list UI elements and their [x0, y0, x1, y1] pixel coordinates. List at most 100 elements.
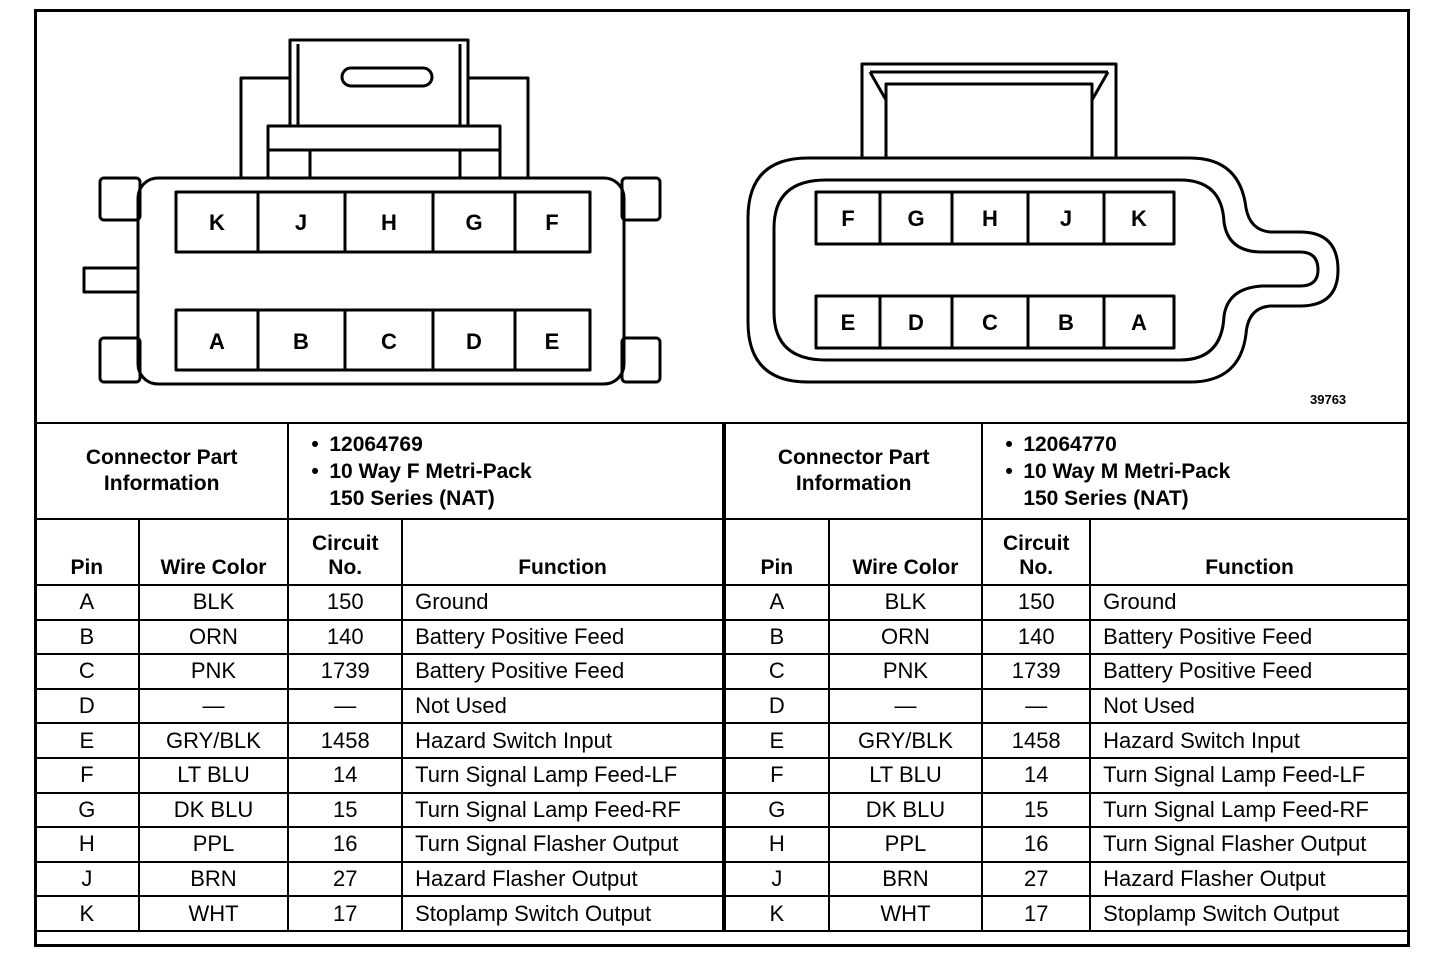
- cell-circuit: 140: [981, 618, 1092, 656]
- cell-wire-color: —: [137, 687, 290, 725]
- part-description: 10 Way M Metri-Pack: [1005, 458, 1408, 485]
- cell-pin: H: [34, 826, 140, 863]
- cell-wire-color: PPL: [137, 826, 290, 863]
- cell-pin: G: [724, 791, 830, 829]
- header-function: Function: [1089, 518, 1410, 586]
- header-wire-color: Wire Color: [137, 518, 290, 586]
- cell-pin: F: [34, 756, 140, 794]
- cell-pin: D: [34, 687, 140, 725]
- cell-function: Turn Signal Lamp Feed-RF: [401, 791, 724, 829]
- cell-function: Battery Positive Feed: [401, 618, 724, 656]
- header-wire-color: Wire Color: [827, 518, 984, 586]
- cell-function: Turn Signal Flasher Output: [401, 826, 724, 863]
- f-pin-label: K: [209, 210, 225, 235]
- cell-pin: J: [34, 860, 140, 898]
- cell-function: Turn Signal Lamp Feed-LF: [401, 756, 724, 794]
- cell-circuit: 1739: [287, 653, 404, 690]
- m-pin-label: F: [841, 206, 854, 231]
- cell-function: Hazard Switch Input: [1089, 722, 1410, 759]
- cell-wire-color: WHT: [827, 895, 984, 932]
- m-pin-label: K: [1131, 206, 1147, 231]
- header-pin: Pin: [34, 518, 140, 586]
- cell-wire-color: BLK: [137, 584, 290, 621]
- cell-circuit: 17: [981, 895, 1092, 932]
- m-pin-label: A: [1131, 310, 1147, 335]
- cell-function: Battery Positive Feed: [401, 653, 724, 690]
- cell-function: Hazard Flasher Output: [1089, 860, 1410, 898]
- connector-part-info: 12064770 10 Way M Metri-Pack 150 Series …: [981, 422, 1410, 520]
- cell-circuit: 17: [287, 895, 404, 932]
- cell-pin: A: [34, 584, 140, 621]
- connector-m-table: Connector Part Information 12064770 10 W…: [723, 422, 1410, 932]
- m-pin-label: H: [982, 206, 998, 231]
- cell-wire-color: LT BLU: [137, 756, 290, 794]
- cell-function: Turn Signal Lamp Feed-RF: [1089, 791, 1410, 829]
- cell-function: Ground: [401, 584, 724, 621]
- connector-f-table: Connector Part Information 12064769 10 W…: [33, 422, 724, 932]
- f-pin-label: J: [295, 210, 307, 235]
- m-pin-label: G: [907, 206, 924, 231]
- cell-pin: C: [724, 653, 830, 690]
- f-pin-label: G: [465, 210, 482, 235]
- cell-circuit: 150: [981, 584, 1092, 621]
- cell-circuit: 1458: [981, 722, 1092, 759]
- cell-circuit: —: [981, 687, 1092, 725]
- cell-function: Ground: [1089, 584, 1410, 621]
- cell-pin: D: [724, 687, 830, 725]
- cell-wire-color: ORN: [827, 618, 984, 656]
- f-pin-label: A: [209, 329, 225, 354]
- cell-pin: F: [724, 756, 830, 794]
- connector-m-body: [746, 62, 1340, 384]
- connector-diagram: K J H G F A B C D E F G H J K E D C B A: [82, 38, 1340, 386]
- cell-circuit: 27: [287, 860, 404, 898]
- m-pin-label: B: [1058, 310, 1074, 335]
- cell-circuit: 27: [981, 860, 1092, 898]
- part-series: 150 Series (NAT): [329, 486, 495, 510]
- cell-pin: B: [724, 618, 830, 656]
- cell-wire-color: GRY/BLK: [827, 722, 984, 759]
- f-pin-label: H: [381, 210, 397, 235]
- cell-wire-color: PNK: [137, 653, 290, 690]
- figure-id: 39763: [1310, 392, 1347, 407]
- part-number: 12064769: [311, 431, 722, 458]
- header-circuit: Circuit No.: [981, 518, 1092, 586]
- table-row: D——Not Used: [34, 687, 724, 725]
- f-pin-label: E: [545, 329, 560, 354]
- cell-wire-color: BLK: [827, 584, 984, 621]
- header-circuit: Circuit No.: [287, 518, 404, 586]
- cell-function: Hazard Flasher Output: [401, 860, 724, 898]
- connector-info-label: Connector Part Information: [723, 422, 984, 520]
- f-pin-label: B: [293, 329, 309, 354]
- cell-circuit: 150: [287, 584, 404, 621]
- m-pin-label: J: [1060, 206, 1072, 231]
- cell-wire-color: WHT: [137, 895, 290, 932]
- connector-info-label: Connector Part Information: [33, 422, 290, 520]
- m-pin-label: E: [841, 310, 856, 335]
- cell-circuit: 1458: [287, 722, 404, 759]
- cell-circuit: 15: [287, 791, 404, 829]
- cell-pin: A: [724, 584, 830, 621]
- connector-part-info: 12064769 10 Way F Metri-Pack 150 Series …: [287, 422, 724, 520]
- cell-pin: K: [34, 895, 140, 932]
- header-pin: Pin: [724, 518, 830, 586]
- cell-wire-color: LT BLU: [827, 756, 984, 794]
- cell-function: Not Used: [1089, 687, 1410, 725]
- cell-wire-color: GRY/BLK: [137, 722, 290, 759]
- cell-function: Battery Positive Feed: [1089, 618, 1410, 656]
- cell-wire-color: PNK: [827, 653, 984, 690]
- cell-function: Not Used: [401, 687, 724, 725]
- cell-circuit: —: [287, 687, 404, 725]
- part-series: 150 Series (NAT): [1023, 486, 1189, 510]
